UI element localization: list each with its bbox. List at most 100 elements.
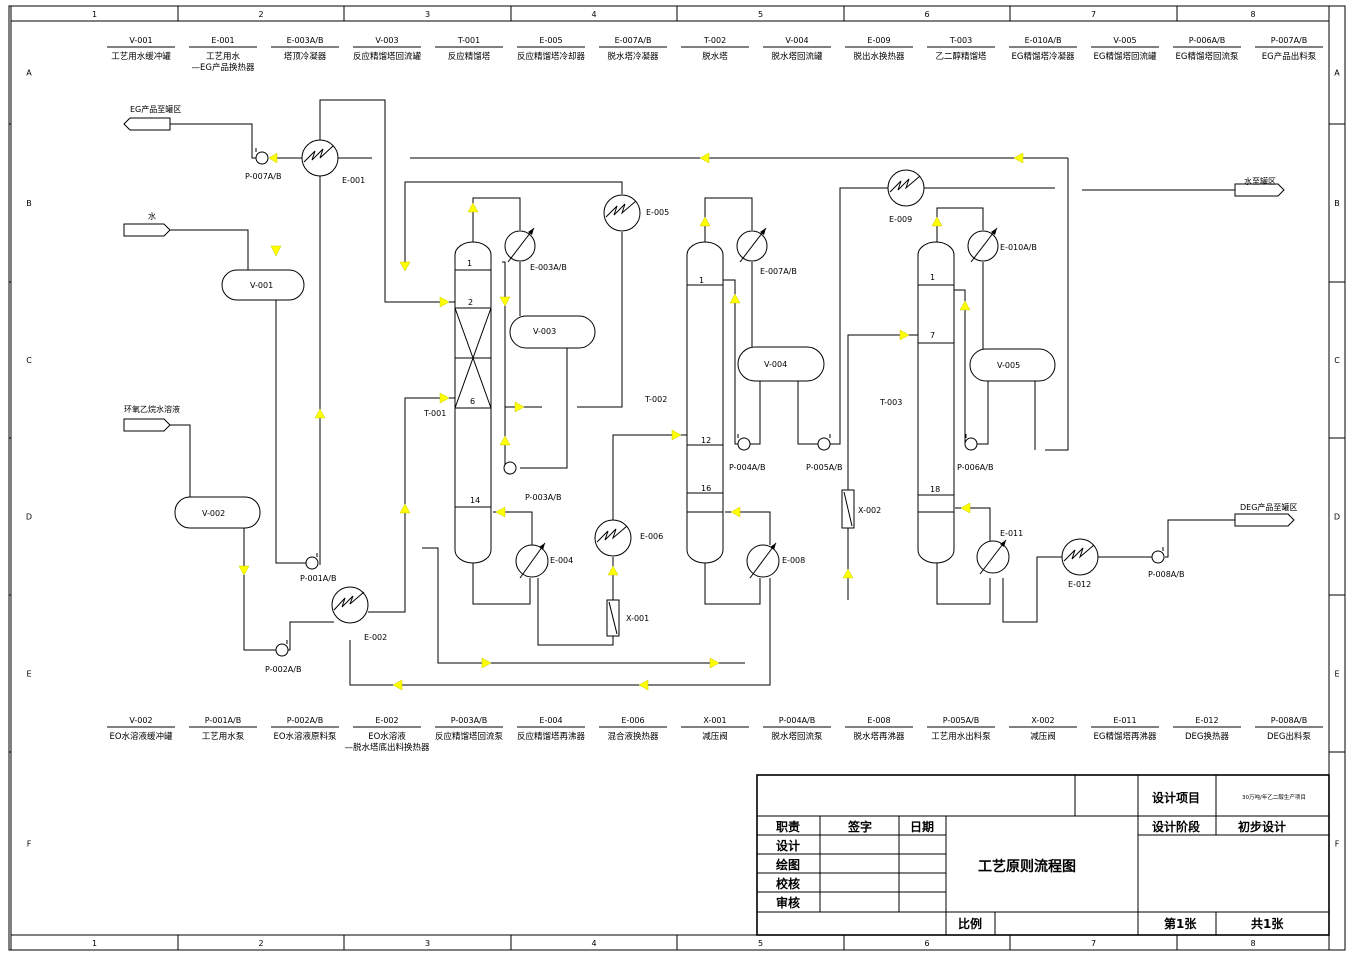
- outer-frame: [8, 5, 1346, 951]
- legend-tag: V-004: [785, 36, 808, 45]
- t003-tray-18: 18: [930, 485, 940, 494]
- reboiler-e008: E-008: [746, 542, 805, 579]
- grid-col-label: 4: [591, 10, 596, 19]
- pump-p007: P-007A/B: [245, 148, 281, 181]
- deg-product-terminal: [1234, 513, 1295, 527]
- legend-tag: X-002: [1031, 716, 1054, 725]
- valve-x002: X-002: [841, 489, 881, 529]
- svg-text:P-005A/B: P-005A/B: [806, 463, 842, 472]
- svg-text:E-001: E-001: [342, 176, 365, 185]
- grid-col-label: 2: [258, 10, 263, 19]
- legend-tag: E-007A/B: [615, 36, 652, 45]
- grid-row-label: F: [27, 840, 32, 849]
- cooler-e005: E-005: [603, 194, 669, 232]
- v002-label: V-002: [202, 509, 225, 518]
- exchanger-e006: E-006: [594, 519, 663, 557]
- exchanger-e001: E-001: [301, 139, 365, 185]
- scale-label: 比例: [958, 916, 982, 931]
- svg-text:E-006: E-006: [640, 532, 663, 541]
- design-stage-value: 初步设计: [1238, 819, 1286, 834]
- legend-desc: 塔顶冷凝器: [284, 51, 327, 62]
- column-t001: [454, 241, 492, 564]
- t001-tray-1: 1: [467, 259, 472, 268]
- exchanger-e012: E-012: [1061, 538, 1099, 589]
- legend-desc: EG精馏塔回流罐: [1094, 51, 1157, 62]
- legend-desc: 工艺用水泵: [202, 731, 245, 742]
- legend-tag: P-007A/B: [1271, 36, 1307, 45]
- legend-desc: 脱水塔再沸器: [853, 731, 905, 742]
- grid-col-label: 3: [425, 10, 430, 19]
- grid-col-label: 5: [758, 939, 763, 948]
- grid-col-label: 6: [924, 939, 929, 948]
- grid-col-label: 5: [758, 10, 763, 19]
- eg-product-terminal: [123, 117, 171, 131]
- legend-tag: V-001: [129, 36, 152, 45]
- legend-tag: E-004: [539, 716, 562, 725]
- grid-row-label: B: [26, 199, 32, 208]
- drawing-title: 工艺原则流程图: [978, 858, 1076, 875]
- heat-exchangers: E-001 E-002 E-003A/B E-004 E-005: [301, 139, 1099, 642]
- grid-row-label: F: [1335, 840, 1340, 849]
- grid-row-label: C: [26, 356, 32, 365]
- legend-desc: EG精馏塔回流泵: [1176, 51, 1239, 62]
- flow-arrows: [238, 152, 1024, 691]
- legend-desc: 反应精馏塔回流罐: [353, 51, 422, 62]
- svg-text:E-007A/B: E-007A/B: [760, 267, 797, 276]
- design-stage-label: 设计阶段: [1152, 819, 1201, 834]
- legend-desc: —脱水塔底出料换热器: [344, 742, 430, 753]
- legend-tag: V-003: [375, 36, 398, 45]
- legend-tag: P-008A/B: [1271, 716, 1307, 725]
- svg-text:E-004: E-004: [550, 556, 573, 565]
- condenser-e007: E-007A/B: [736, 227, 797, 276]
- eo-feed-label: 环氧乙烷水溶液: [124, 404, 180, 414]
- top-legend: V-001工艺用水缓冲罐E-001工艺用水—EG产品换热器E-003A/B塔顶冷…: [107, 36, 1323, 73]
- pump-p002: P-002A/B: [265, 640, 301, 674]
- legend-desc: 工艺用水出料泵: [931, 731, 991, 742]
- v003-label: V-003: [533, 327, 556, 336]
- grid-lines: [9, 6, 1345, 950]
- svg-text:P-008A/B: P-008A/B: [1148, 570, 1184, 579]
- svg-text:X-002: X-002: [858, 506, 881, 515]
- legend-desc: 脱水塔回流罐: [771, 51, 823, 62]
- t002-label: T-002: [644, 395, 667, 404]
- t003-label: T-003: [879, 398, 902, 407]
- vessel-v005: [969, 348, 1056, 382]
- valves: X-001 X-002: [606, 489, 881, 637]
- legend-desc: EO水溶液缓冲罐: [109, 731, 173, 742]
- pump-p005: P-005A/B: [806, 434, 842, 472]
- grid-row-label: E: [26, 670, 31, 679]
- v005-label: V-005: [997, 361, 1020, 370]
- water-out-label: 水至罐区: [1244, 176, 1276, 186]
- legend-desc: 反应精馏塔冷却器: [517, 51, 586, 62]
- legend-desc: 脱水塔冷凝器: [607, 51, 659, 62]
- legend-item: V-004 脱水塔回流罐: [763, 36, 831, 62]
- legend-desc: 混合液换热器: [607, 731, 659, 742]
- piping: [170, 99, 1235, 686]
- svg-text:E-008: E-008: [782, 556, 805, 565]
- legend-tag: E-002: [375, 716, 398, 725]
- stream-terminals: EG产品至罐区 水 环氧乙烷水溶液 水至罐区 DEG产品至罐区: [123, 104, 1297, 527]
- legend-desc: 乙二醇精馏塔: [935, 51, 987, 62]
- pumps: P-007A/B P-001A/B P-002A/B P-003A/B P-00…: [245, 148, 1184, 674]
- pump-p006: P-006A/B: [957, 434, 993, 472]
- legend-tag: T-002: [703, 36, 726, 45]
- vessel-v003: [509, 315, 596, 349]
- t001-tray-6: 6: [470, 397, 475, 406]
- legend-desc: DEG换热器: [1185, 731, 1230, 742]
- design-project-label: 设计项目: [1152, 790, 1200, 805]
- svg-text:P-006A/B: P-006A/B: [957, 463, 993, 472]
- legend-desc: 工艺用水: [206, 51, 241, 62]
- svg-text:X-001: X-001: [626, 614, 649, 623]
